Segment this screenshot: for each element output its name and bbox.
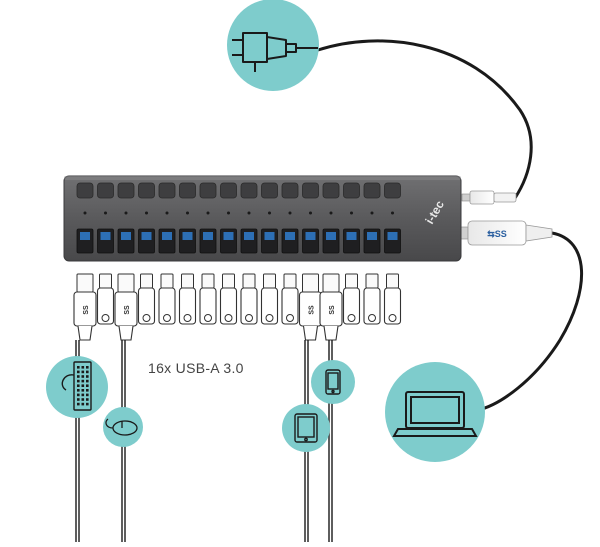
port-switch-16[interactable] <box>384 182 401 199</box>
port-led-14 <box>350 211 353 215</box>
port-switch-15[interactable] <box>363 182 381 199</box>
port-switch-13[interactable] <box>322 182 340 199</box>
tablet-icon <box>282 404 330 452</box>
svg-text:SS: SS <box>329 305 336 315</box>
usb-port-tongue-13 <box>326 232 336 240</box>
port-led-1 <box>83 211 87 215</box>
usb-hub: i-tec <box>63 175 462 262</box>
smartphone-icon <box>311 360 355 404</box>
dc-power-plug <box>461 190 517 205</box>
port-led-6 <box>186 211 189 215</box>
usb-flash-drive-6 <box>178 273 197 325</box>
port-led-2 <box>104 211 107 215</box>
usb-flash-drive-16 <box>383 273 402 325</box>
usb-port-tongue-3 <box>121 232 131 240</box>
usb-port-tongue-15 <box>367 232 377 240</box>
port-led-11 <box>288 211 292 215</box>
port-switch-4[interactable] <box>138 182 155 199</box>
usb-cable-plug-12: SS <box>298 273 323 341</box>
port-switch-12[interactable] <box>302 182 319 199</box>
port-led-5 <box>165 211 169 215</box>
port-led-10 <box>268 211 271 215</box>
usb-port-tongue-12 <box>305 232 316 240</box>
usb-port-tongue-6 <box>182 232 193 240</box>
port-switch-11[interactable] <box>281 182 299 199</box>
port-led-12 <box>309 211 312 215</box>
usb-flash-drive-15 <box>363 273 381 325</box>
usb-port-tongue-5 <box>162 232 172 240</box>
port-led-4 <box>145 211 148 215</box>
port-switch-5[interactable] <box>158 182 176 199</box>
port-switch-10[interactable] <box>261 182 278 199</box>
usb-flash-drive-8 <box>219 273 238 325</box>
usb-ss-logo: ⇆SS <box>487 229 507 239</box>
usb-b-host-plug: ⇆SS <box>457 220 553 246</box>
usb-port-tongue-7 <box>203 232 213 240</box>
usb-flash-drive-7 <box>199 273 217 325</box>
usb-cable-plug-1: SS <box>73 273 97 341</box>
port-switch-2[interactable] <box>97 182 114 199</box>
port-led-8 <box>227 211 230 215</box>
usb-port-tongue-11 <box>285 232 295 240</box>
mouse-icon <box>103 407 143 447</box>
usb-port-tongue-4 <box>141 232 152 240</box>
port-led-7 <box>206 211 210 215</box>
port-led-13 <box>329 211 333 215</box>
usb-port-tongue-2 <box>100 232 111 240</box>
usb-cable-plug-13: SS <box>319 273 343 341</box>
port-led-15 <box>370 211 374 215</box>
usb-flash-drive-9 <box>240 273 258 325</box>
host-cable <box>477 231 584 412</box>
port-switch-8[interactable] <box>220 182 237 199</box>
usb-flash-drive-5 <box>158 273 176 325</box>
svg-text:SS: SS <box>83 305 90 315</box>
svg-text:SS: SS <box>309 305 316 315</box>
usb-cable-plug-3: SS <box>114 273 138 341</box>
port-switch-6[interactable] <box>179 182 196 199</box>
usb-port-tongue-16 <box>387 232 398 240</box>
svg-text:SS: SS <box>124 305 131 315</box>
usb-port-tongue-10 <box>264 232 275 240</box>
usb-port-tongue-14 <box>346 232 357 240</box>
usb-flash-drive-11 <box>281 273 299 325</box>
usb-port-tongue-8 <box>223 232 234 240</box>
keyboard-icon <box>46 356 108 418</box>
power-plug-icon <box>227 0 319 91</box>
port-switch-3[interactable] <box>117 182 135 199</box>
port-led-16 <box>391 211 394 215</box>
port-switch-7[interactable] <box>199 182 217 199</box>
port-switch-1[interactable] <box>76 182 94 199</box>
usb-flash-drive-2 <box>96 273 115 325</box>
usb-flash-drive-14 <box>342 273 361 325</box>
port-led-3 <box>124 211 128 215</box>
port-led-9 <box>247 211 251 215</box>
power-cable <box>317 39 533 199</box>
usb-flash-drive-4 <box>137 273 156 325</box>
port-count-caption: 16x USB-A 3.0 <box>148 360 244 376</box>
port-switch-9[interactable] <box>240 182 258 199</box>
usb-port-tongue-1 <box>80 232 90 240</box>
usb-port-tongue-9 <box>244 232 254 240</box>
laptop-icon <box>385 362 485 462</box>
usb-flash-drive-10 <box>260 273 279 325</box>
port-switch-14[interactable] <box>343 182 360 199</box>
